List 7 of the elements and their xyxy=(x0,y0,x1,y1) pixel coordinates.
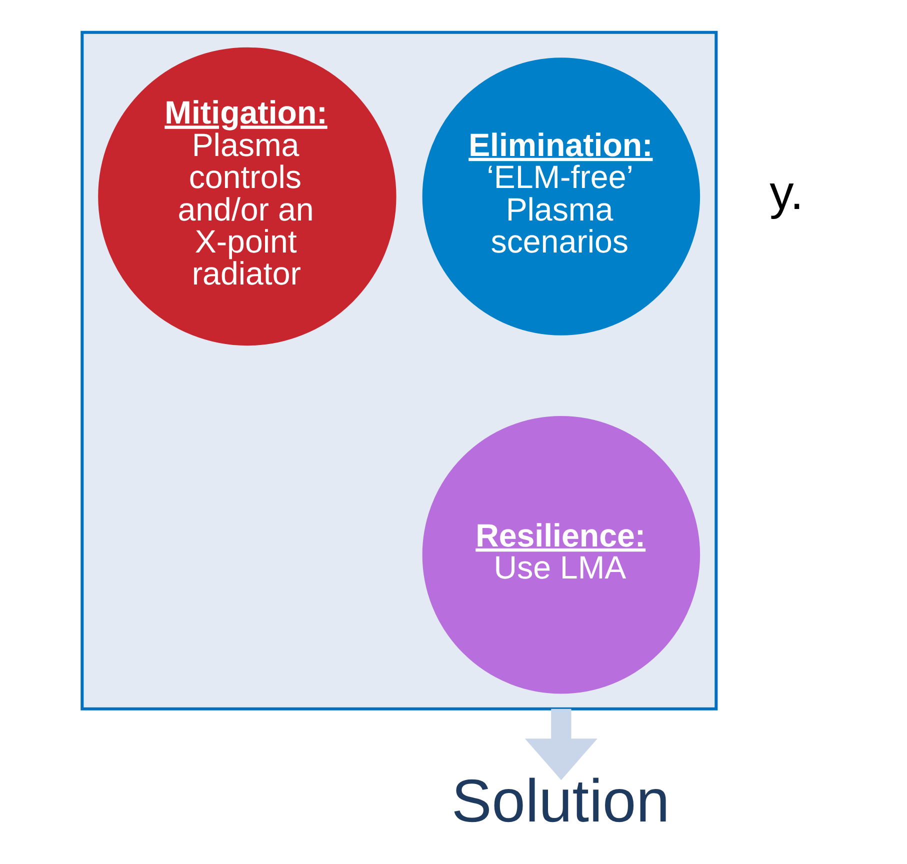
arrow xyxy=(524,708,598,780)
cluster xyxy=(80,30,718,710)
node-circle: Resilience: Use LMA xyxy=(422,416,700,694)
node-circle: Mitigation: Plasma controls and/or an X-point radiator xyxy=(98,47,396,346)
node-circle: Elimination: ‘ELM-free’ Plasma scenarios xyxy=(422,58,700,336)
node-text: Solution xyxy=(451,766,670,835)
label: y. xyxy=(770,166,804,220)
